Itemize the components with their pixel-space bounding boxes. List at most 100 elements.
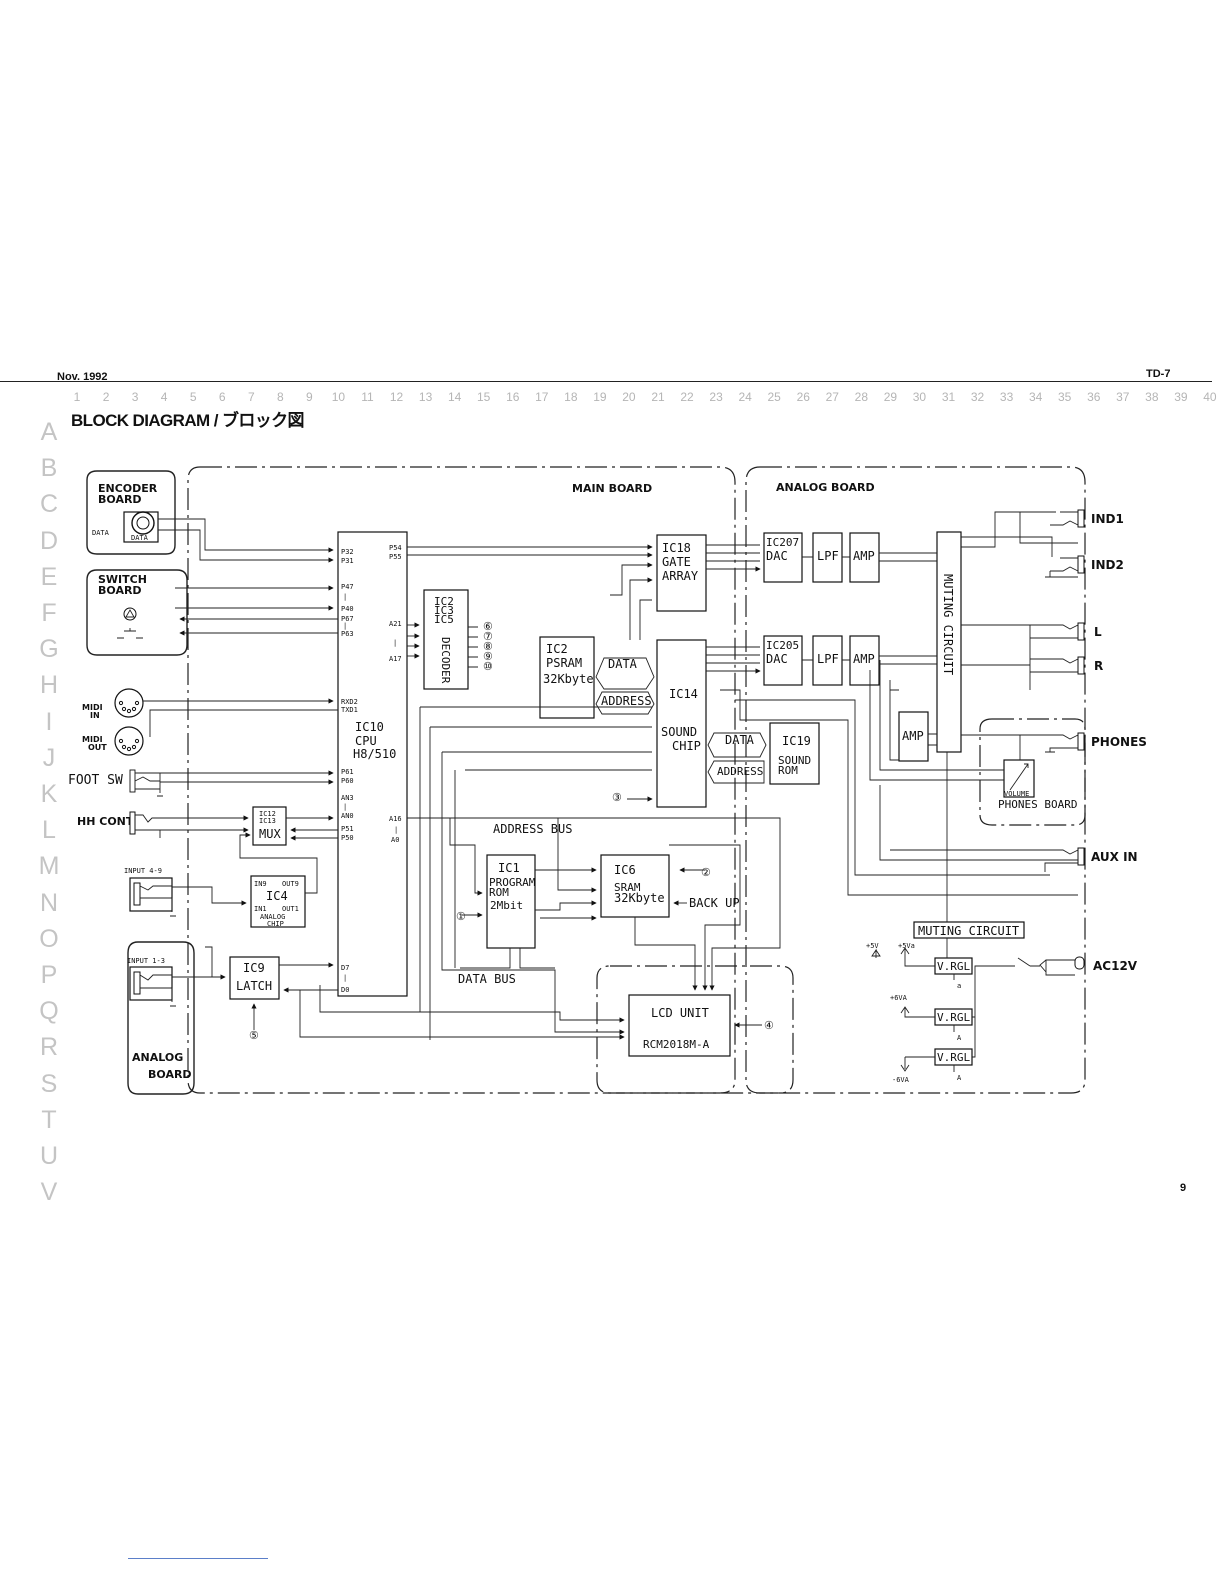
vreg-2-label: V.RGL [937,1011,970,1024]
grid-row-letter: U [39,1142,59,1170]
encoder-board-label-1: ENCODER [98,482,158,495]
cpu-pin: | [343,593,347,601]
gnd-A-label-1: A [957,1034,962,1042]
switch-board-label-1: SWITCH [98,573,147,586]
amp-1-label: AMP [853,549,875,563]
volume-arrow-icon [1009,763,1029,791]
mux-2: IC13 [259,817,276,825]
amp-phones [898,711,929,762]
power-arrows [871,947,955,1072]
psram-ic2 [539,636,595,719]
decoder-output: ⑩ [483,660,493,673]
cpu-pin: P47 [341,583,354,591]
rom-address-label: ADDRESS [717,765,763,778]
analog-left-board-label-1: ANALOG [132,1051,183,1064]
grid-column-number: 36 [1087,390,1101,404]
cpu-pin: P55 [389,553,402,561]
grid-column-number: 39 [1174,390,1188,404]
input-1-3-jack-icon [129,966,176,1007]
dac1-1: IC207 [766,536,799,549]
analog-left-board-outline [127,941,195,1095]
l-jack-icon [1029,622,1085,690]
midi-in-label-1: MIDI [82,703,103,712]
ind2-jack-icon [1045,555,1085,578]
cpu-pin: P63 [341,630,354,638]
grid-column-number: 27 [825,390,839,404]
gate-array-1: IC18 [662,541,691,555]
header-rule [0,381,1212,382]
analog-chip-6: CHIP [267,920,284,928]
grid-row-letter: F [41,599,57,627]
psram-2: PSRAM [546,656,582,670]
phones-board-label: PHONES BOARD [998,798,1077,811]
sound-rom-ic19 [769,722,820,785]
grid-column-number: 12 [389,390,404,404]
grid-row-letter: V [40,1178,58,1207]
footer-link-line [128,1558,268,1559]
analog-board-label: ANALOG BOARD [776,481,875,494]
muting-circuit-vertical [936,531,962,753]
rom-data-label: DATA [725,733,755,747]
cpu-name-1: IC10 [355,720,384,734]
switch-board-label-2: BOARD [98,584,142,597]
sound-chip-ic14 [656,639,707,808]
grid-row-letter: N [39,888,59,917]
cpu-pin: P50 [341,834,354,842]
gate-array-ic18 [656,534,707,612]
r-jack-icon [1030,656,1085,675]
analog-chip-out1: OUT1 [282,905,299,913]
analog-board-outline [745,466,1086,1094]
gnd-A-label-2: A [957,1074,962,1082]
sram-ic6 [600,854,670,918]
cpu-pin: A17 [389,655,402,663]
lpf-1 [812,532,843,583]
program-rom-3: ROM [489,886,509,899]
grid-column-number: 21 [651,390,665,404]
mux-3: MUX [259,827,281,841]
decoder-block [423,589,469,690]
grid-row-letter: H [39,671,59,700]
grid-column-number: 23 [709,390,723,404]
amp-phones-label: AMP [902,729,924,743]
program-rom-1: IC1 [498,861,520,875]
main-board-outline [187,466,736,1094]
foot-sw-label: FOOT SW [68,773,123,788]
grid-column-number: 5 [189,390,197,404]
input-4-9-jack-icon [129,877,176,917]
grid-row-letter: S [40,1069,58,1098]
mux-1: IC12 [259,810,276,818]
lcd-2: RCM2018M-A [643,1038,710,1051]
grid-row-letter: C [39,490,59,519]
vreg-3-label: V.RGL [937,1051,970,1064]
grid-row-letter: E [40,562,58,591]
cpu-pin: P32 [341,548,354,556]
cpu-pin: | [393,639,397,647]
grid-column-number: 1 [73,390,81,404]
cpu-pin: A16 [389,815,402,823]
cpu-pin: P54 [389,544,402,552]
sound-chip-2: SOUND [661,725,697,739]
sound-rom-1: IC19 [782,734,811,748]
led-icon [123,607,137,621]
data-bus-label: DATA BUS [458,972,516,986]
grid-column-number: 2 [102,390,110,404]
minus6va-label: -6VA [892,1076,910,1084]
ind2-label: IND2 [1091,558,1124,572]
encoder-data-label: DATA [92,529,110,537]
grid-column-number: 40 [1203,390,1217,404]
encoder-board-outline [86,470,176,555]
l-out-label: L [1094,625,1102,639]
dac1-2: DAC [766,549,788,563]
ac12v-label: AC12V [1093,959,1138,973]
grid-column-number: 16 [506,390,520,404]
decoder-output: ⑨ [483,650,493,663]
sound-rom-2: SOUND [778,754,811,767]
grid-row-letter: L [42,816,56,845]
decoder-outputs: ⑥ ⑦ ⑧ ⑨ ⑩ [483,620,493,673]
volume-label: VOLUME [1004,790,1029,798]
decoder-ic5: IC5 [434,613,454,626]
cpu-pin-labels: P32 P31 P47 | P40 P67 | P63 RXD2 TXD1 P6… [341,544,402,994]
grid-column-number: 35 [1058,390,1072,404]
